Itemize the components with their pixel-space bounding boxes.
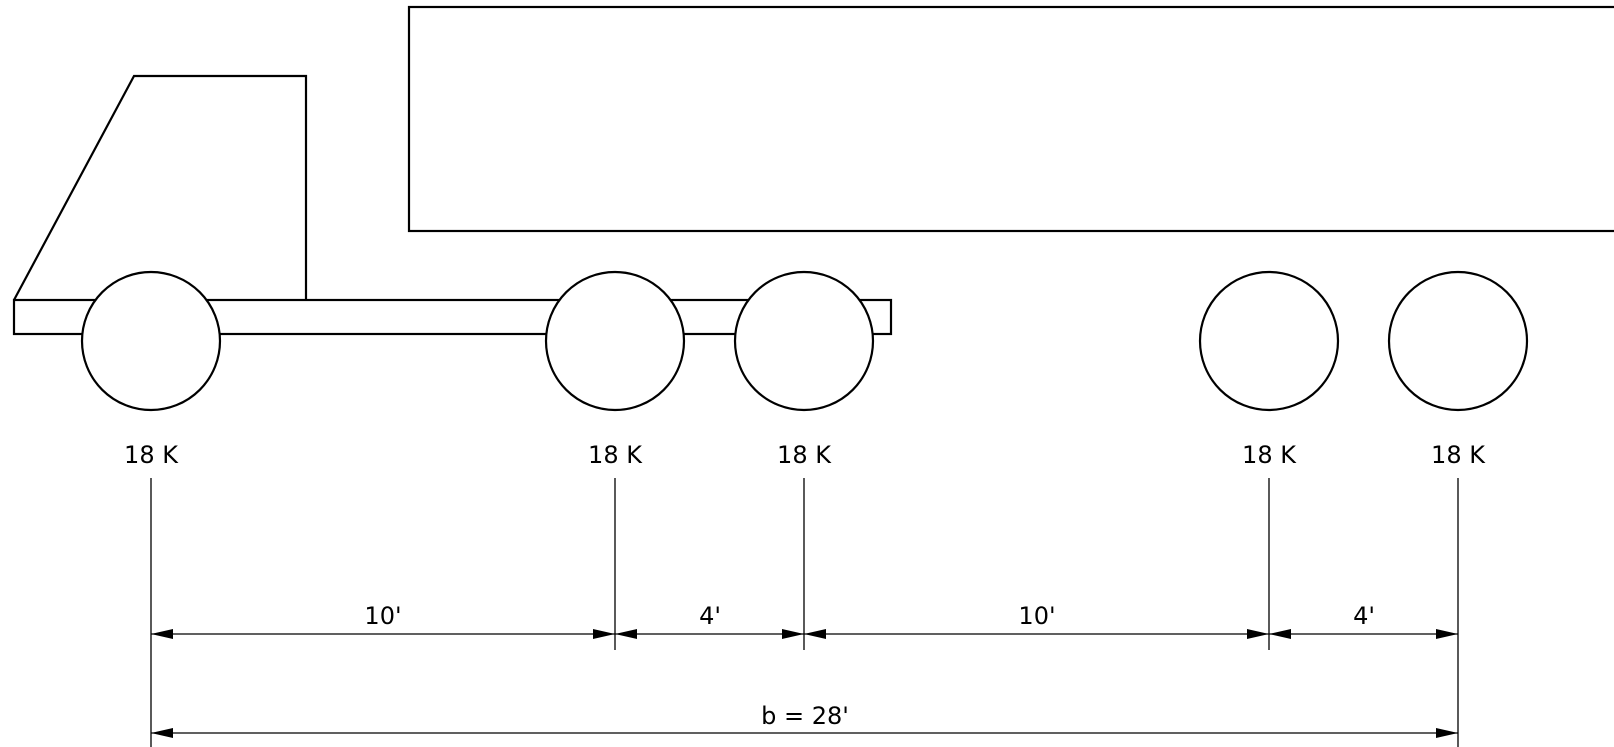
axle-load-label: 18 K: [124, 441, 179, 469]
arrow-right-icon: [782, 629, 804, 639]
truck-chassis: [12, 298, 893, 336]
wheel-axle-5: [1387, 270, 1529, 412]
spacing-label: 4': [699, 602, 721, 630]
spacing-label: 10': [364, 602, 401, 630]
trailer-box: [407, 5, 1614, 233]
wheel-axle-1: [80, 270, 222, 412]
arrow-left-icon: [151, 629, 173, 639]
arrow-right-icon: [1247, 629, 1269, 639]
wheel-axle-3: [733, 270, 875, 412]
spacing-dimension-4: 4': [1269, 602, 1458, 639]
axle-load-label: 18 K: [777, 441, 832, 469]
spacing-label: 4': [1353, 602, 1375, 630]
arrow-right-icon: [1436, 629, 1458, 639]
spacing-label: 10': [1018, 602, 1055, 630]
arrow-right-icon: [593, 629, 615, 639]
arrow-left-icon: [151, 728, 173, 738]
truck-cab: [13, 74, 308, 301]
arrow-left-icon: [804, 629, 826, 639]
axle-load-label: 18 K: [588, 441, 643, 469]
spacing-dimension-1: 10': [151, 602, 615, 639]
wheel-axle-2: [544, 270, 686, 412]
arrow-right-icon: [1436, 728, 1458, 738]
wheel-axle-4: [1198, 270, 1340, 412]
arrow-left-icon: [615, 629, 637, 639]
total-length-label: b = 28': [761, 702, 849, 730]
total-dimension: b = 28': [151, 702, 1458, 738]
spacing-dimension-2: 4': [615, 602, 804, 639]
arrow-left-icon: [1269, 629, 1291, 639]
axle-load-label: 18 K: [1242, 441, 1297, 469]
axle-load-label: 18 K: [1431, 441, 1486, 469]
spacing-dimension-3: 10': [804, 602, 1269, 639]
